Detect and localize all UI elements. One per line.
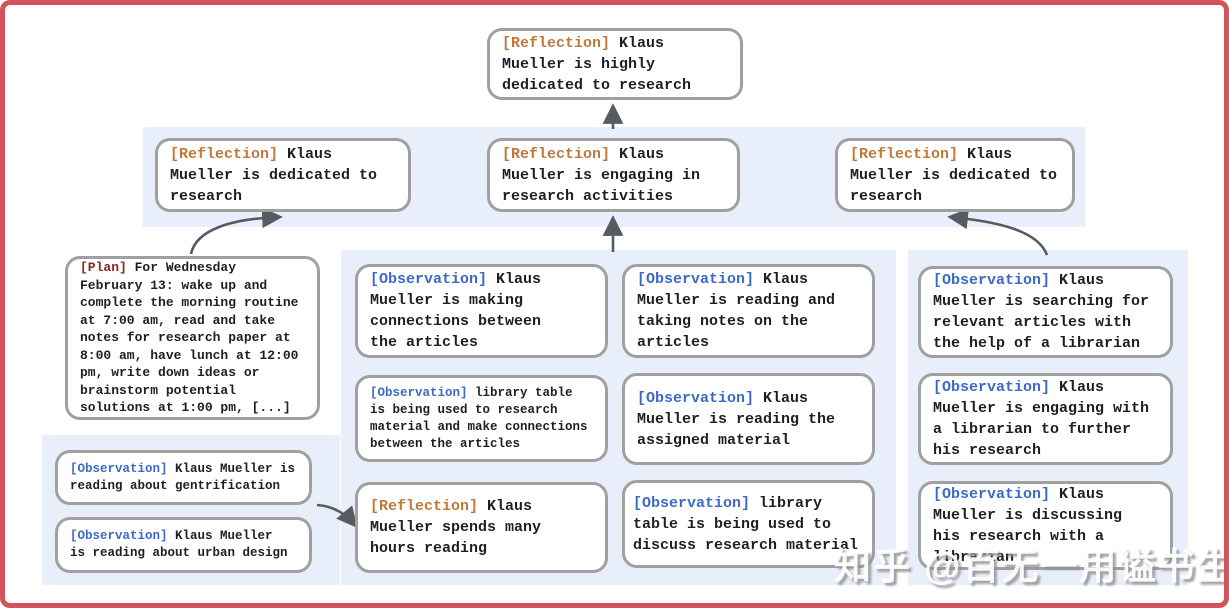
observation-tag: [Observation] [933, 379, 1051, 396]
observation-node-searching-articles: [Observation] Klaus Mueller is searching… [918, 266, 1173, 358]
node-text: Klaus Mueller is engaging in research ac… [502, 145, 701, 205]
node-text: Klaus Mueller is engaging with a librari… [933, 379, 1150, 459]
node-text: Klaus Mueller spends many hours reading [370, 498, 542, 557]
plan-tag: [Plan] [80, 260, 127, 276]
reflection-node-left: [Reflection] Klaus Mueller is dedicated … [155, 138, 411, 212]
observation-node-connections: [Observation] Klaus Mueller is making co… [355, 264, 608, 358]
observation-tag: [Observation] [70, 529, 168, 543]
reflection-tag: [Reflection] [370, 498, 479, 515]
node-text: Klaus Mueller is reading about urban des… [70, 529, 288, 560]
zhihu-watermark: 知乎 @百无一用谥书生 [834, 546, 1229, 587]
observation-tag: [Observation] [633, 494, 751, 512]
observation-tag: [Observation] [70, 461, 168, 476]
reflection-node-root: [Reflection] Klaus Mueller is highly ded… [487, 28, 743, 100]
reflection-tag: [Reflection] [502, 34, 611, 52]
observation-node-engaging-librarian: [Observation] Klaus Mueller is engaging … [918, 373, 1173, 465]
node-text: Klaus Mueller is highly dedicated to res… [502, 34, 692, 94]
observation-tag: [Observation] [370, 385, 468, 400]
observation-node-assigned-material: [Observation] Klaus Mueller is reading t… [622, 373, 875, 465]
observation-node-gentrification: [Observation] Klaus Mueller is reading a… [55, 450, 312, 505]
plan-node: [Plan] For Wednesday February 13: wake u… [65, 256, 320, 420]
observation-node-discussing-research: [Observation] Klaus Mueller is discussin… [918, 481, 1173, 570]
node-text: Klaus Mueller is discussing his research… [933, 485, 1123, 566]
observation-node-library-discuss: [Observation] library table is being use… [622, 480, 875, 568]
node-text: Klaus Mueller is dedicated to research [170, 145, 378, 205]
observation-tag: [Observation] [933, 485, 1051, 503]
reflection-node-hours-reading: [Reflection] Klaus Mueller spends many h… [355, 482, 608, 573]
observation-node-taking-notes: [Observation] Klaus Mueller is reading a… [622, 264, 875, 358]
node-text: Klaus Mueller is making connections betw… [370, 271, 542, 351]
node-text: library table is being used to research … [370, 385, 588, 451]
reflection-tag: [Reflection] [170, 145, 279, 163]
node-text: Klaus Mueller is reading the assigned ma… [637, 389, 836, 449]
node-text: Klaus Mueller is reading and taking note… [637, 271, 836, 351]
node-text: library table is being used to discuss r… [633, 494, 859, 554]
observation-tag: [Observation] [637, 271, 755, 288]
node-text: Klaus Mueller is reading about gentrific… [70, 461, 296, 493]
observation-tag: [Observation] [370, 271, 488, 288]
node-text: Klaus Mueller is dedicated to research [850, 145, 1058, 205]
reflection-node-right: [Reflection] Klaus Mueller is dedicated … [835, 138, 1075, 212]
observation-tag: [Observation] [933, 272, 1051, 289]
observation-tag: [Observation] [637, 389, 755, 407]
observation-node-urban-design: [Observation] Klaus Mueller is reading a… [55, 517, 312, 573]
reflection-node-middle: [Reflection] Klaus Mueller is engaging i… [487, 138, 740, 212]
observation-node-library-research: [Observation] library table is being use… [355, 375, 608, 462]
reflection-tag: [Reflection] [850, 145, 959, 163]
node-text: For Wednesday February 13: wake up and c… [80, 260, 299, 416]
node-text: Klaus Mueller is searching for relevant … [933, 272, 1150, 352]
reflection-tag: [Reflection] [502, 145, 611, 163]
